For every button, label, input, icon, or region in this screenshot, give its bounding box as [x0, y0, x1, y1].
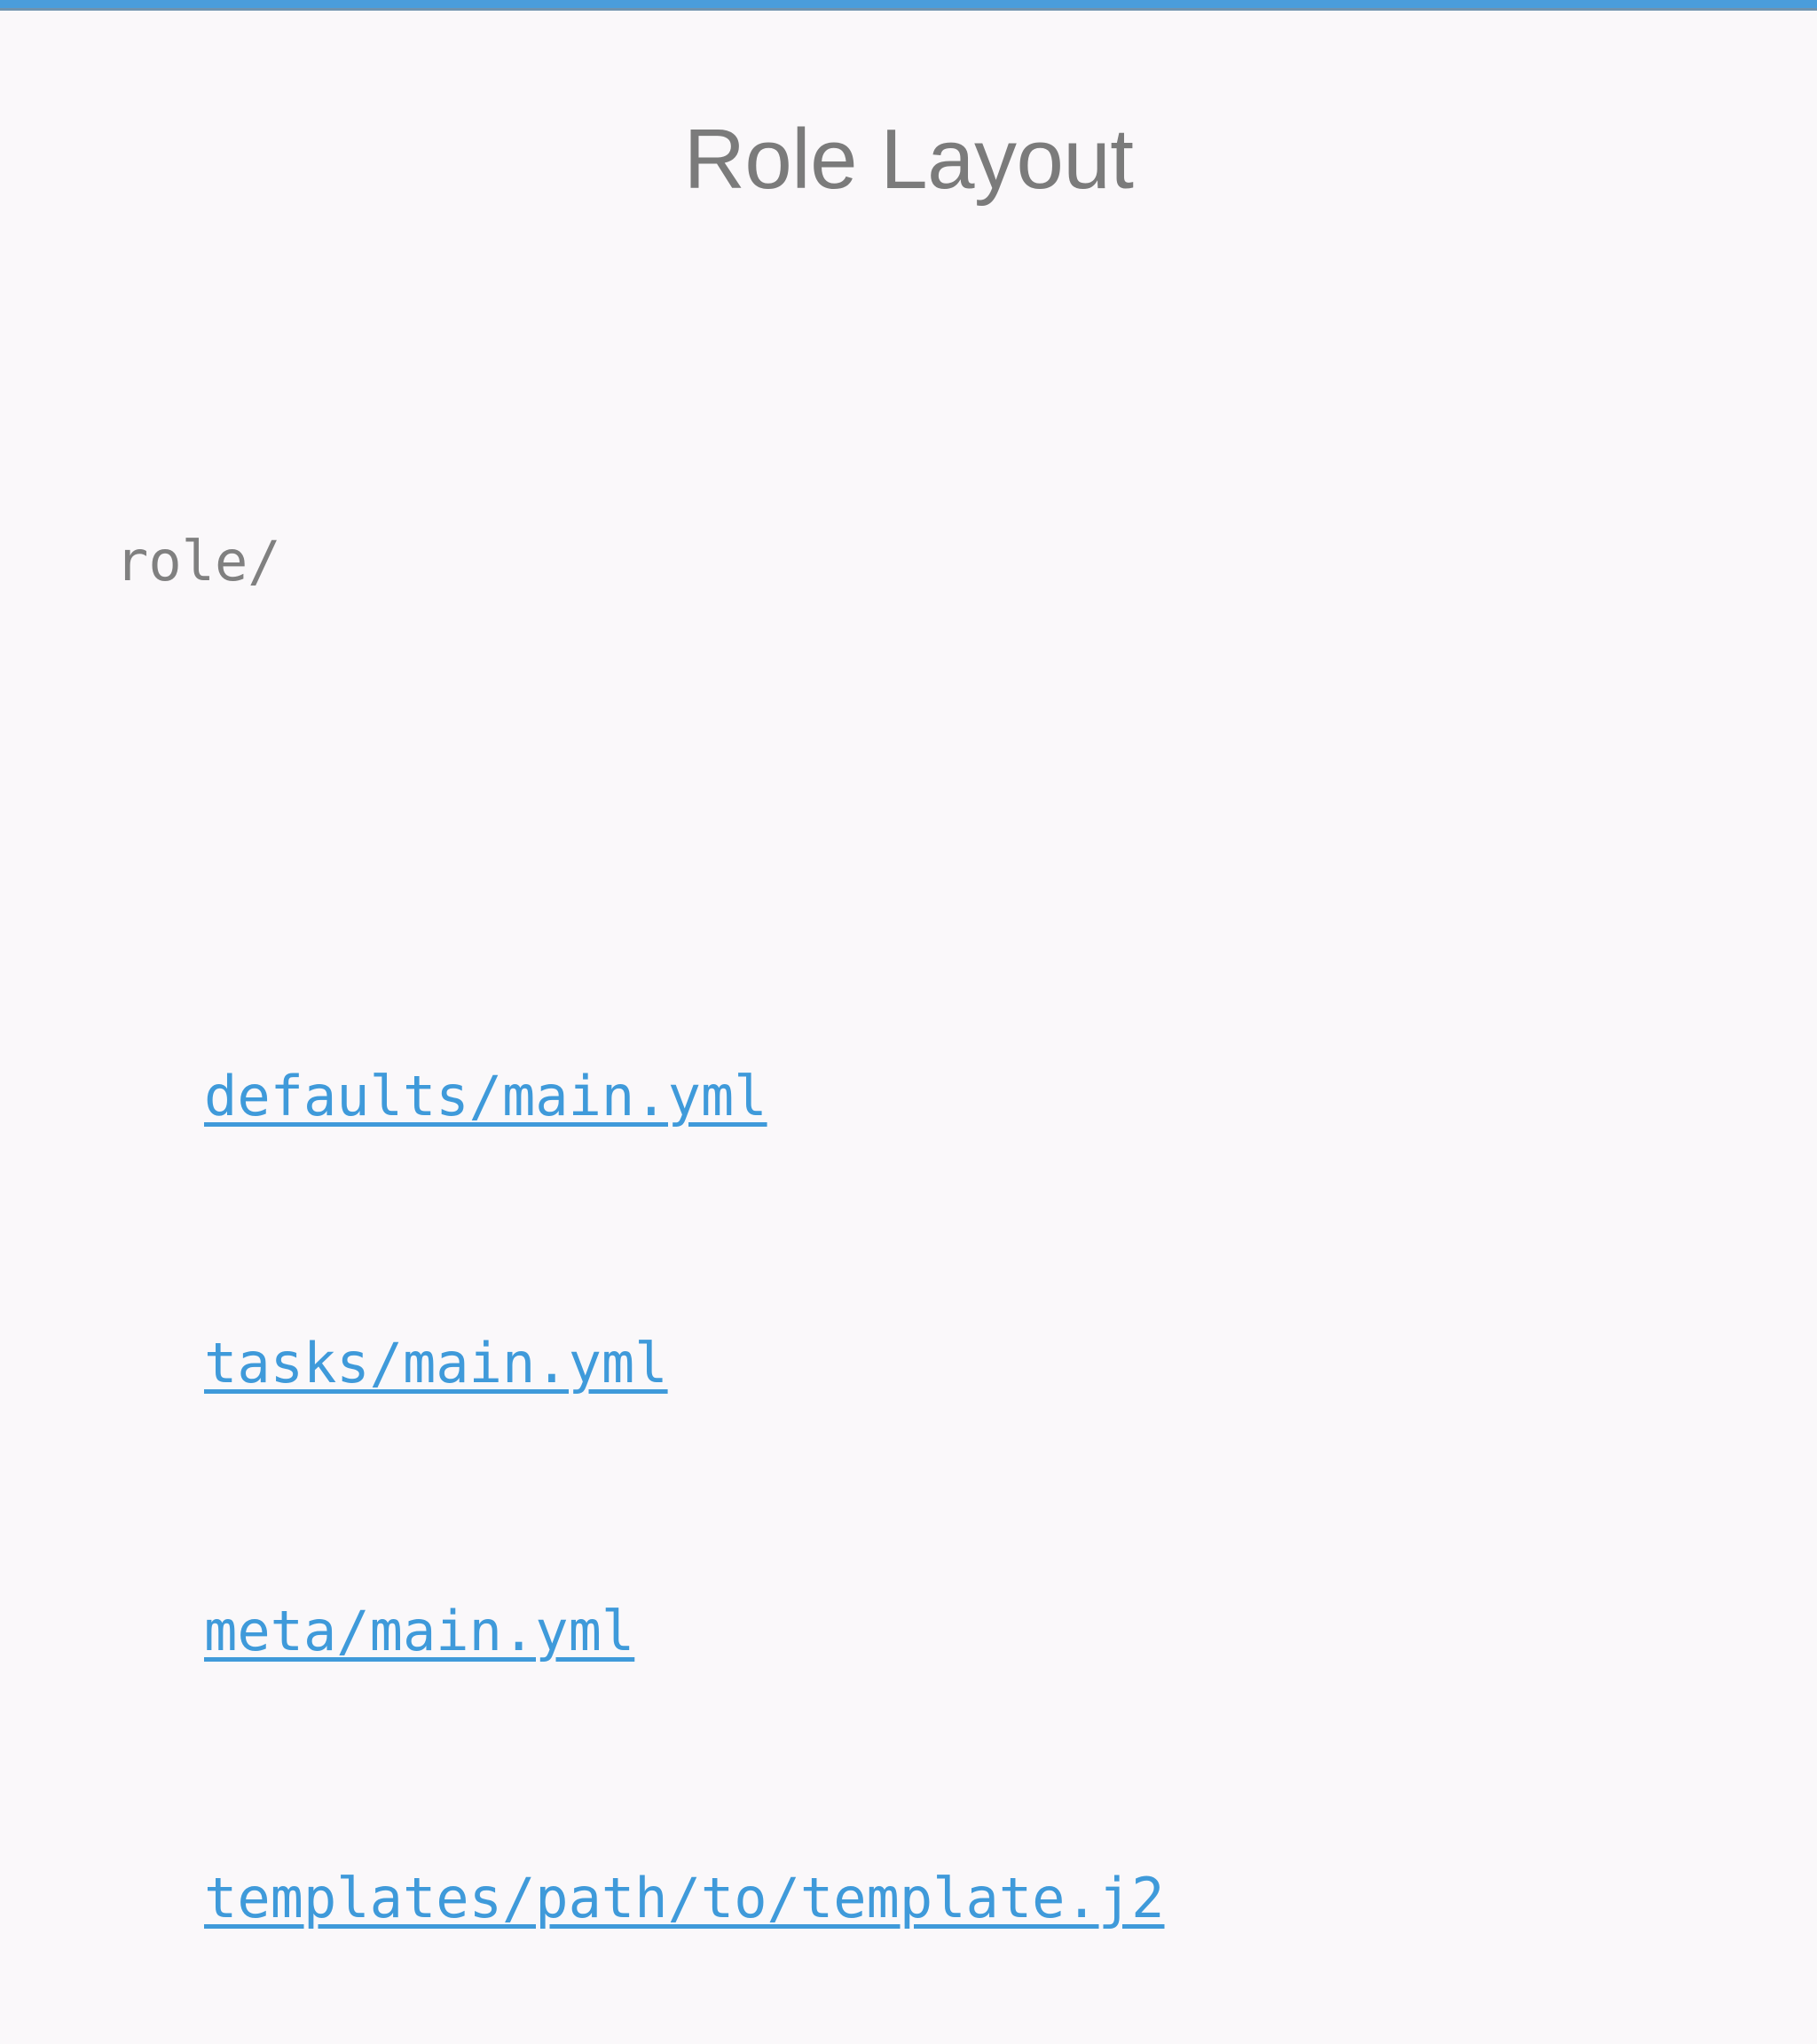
tree-link-defaults-main-yml[interactable]: defaults/main.yml [204, 1063, 767, 1128]
tree-children-list: defaults/main.yml tasks/main.yml meta/ma… [115, 874, 1165, 2044]
top-accent-underline [0, 8, 1817, 11]
top-accent-bar [0, 0, 1817, 8]
tree-link-meta-main-yml[interactable]: meta/main.yml [204, 1598, 635, 1663]
tree-link-tasks-main-yml[interactable]: tasks/main.yml [204, 1331, 668, 1396]
role-directory-tree: role/ defaults/main.yml tasks/main.yml m… [115, 250, 1165, 2044]
tree-link-templates-template-j2[interactable]: templates/path/to/template.j2 [204, 1865, 1165, 1930]
page-title: Role Layout [683, 112, 1134, 208]
slide-root: Role Layout role/ defaults/main.yml task… [0, 0, 1817, 1930]
tree-root-label: role/ [115, 529, 281, 594]
